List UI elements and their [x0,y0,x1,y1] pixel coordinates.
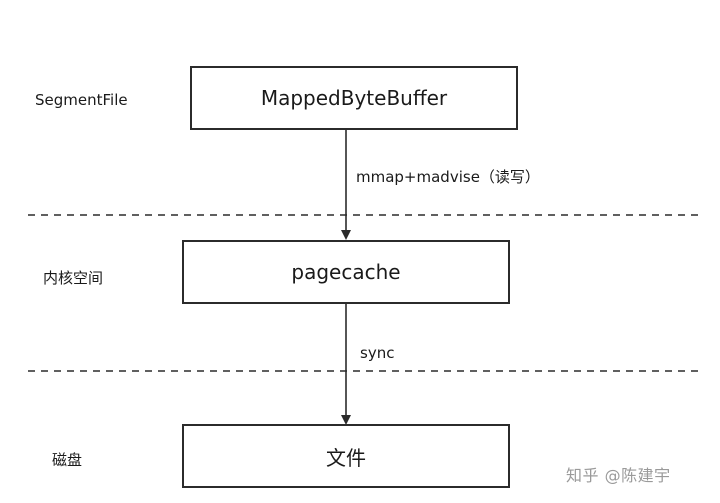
file-label: 文件 [326,445,366,470]
file-box: 文件 [182,424,510,488]
mapped-byte-buffer-label: MappedByteBuffer [260,86,448,110]
pagecache-box: pagecache [182,240,510,304]
pagecache-label: pagecache [291,260,401,284]
mmap-edge-label: mmap+madvise（读写） [356,168,540,186]
layer-label-kernel-space: 内核空间 [43,269,104,287]
watermark: 知乎 @陈建宇 [566,466,671,485]
sync-edge-label: sync [360,344,395,362]
layer-label-segment-file: SegmentFile [35,91,128,109]
layer-label-disk: 磁盘 [52,451,83,469]
mapped-byte-buffer-box: MappedByteBuffer [190,66,518,130]
